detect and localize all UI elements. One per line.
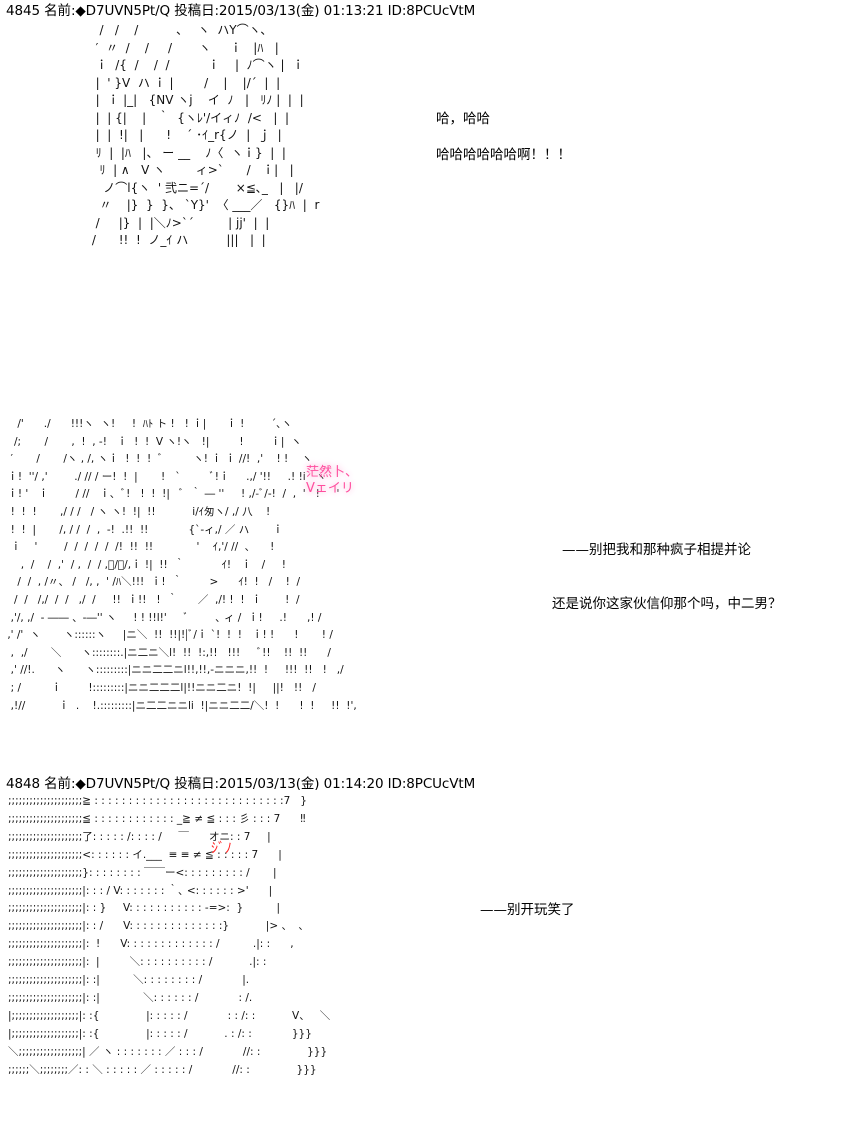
sound-effect-text: 茫然卜、 Vェイリ [306,465,359,496]
dialogue-line: 哈哈哈哈哈哈啊！！！ [436,147,571,163]
dialogue-line: ——别把我和那种疯子相提并论 [562,542,751,558]
ascii-art-panel: /' ./ !!!ヽ ヽ! ! ﾊﾄ ト ! ! ｉ| ｉ ! ´､ヽ /; /… [7,418,357,712]
dialogue-line: ——别开玩笑了 [480,902,575,918]
sound-effect-text: ｼﾞﾉ [211,841,232,857]
ascii-art-panel: ;;;;;;;;;;;;;;;;;;;;;≧ : : : : : : : : :… [8,795,331,1076]
dialogue-line: 哈，哈哈 [436,111,490,127]
post-header: 4845 名前:◆D7UVN5Pt/Q 投稿日:2015/03/13(金) 01… [6,3,476,19]
post-header: 4848 名前:◆D7UVN5Pt/Q 投稿日:2015/03/13(金) 01… [6,776,476,792]
ascii-art-panel: / / / ､ ヽ ハY⌒ヽ､ ′ 〃 / / / ヽ ｉ |ﾊ | ｉ /{ … [91,23,320,247]
dialogue-line: 还是说你这家伙信仰那个吗，中二男？ [552,596,782,612]
